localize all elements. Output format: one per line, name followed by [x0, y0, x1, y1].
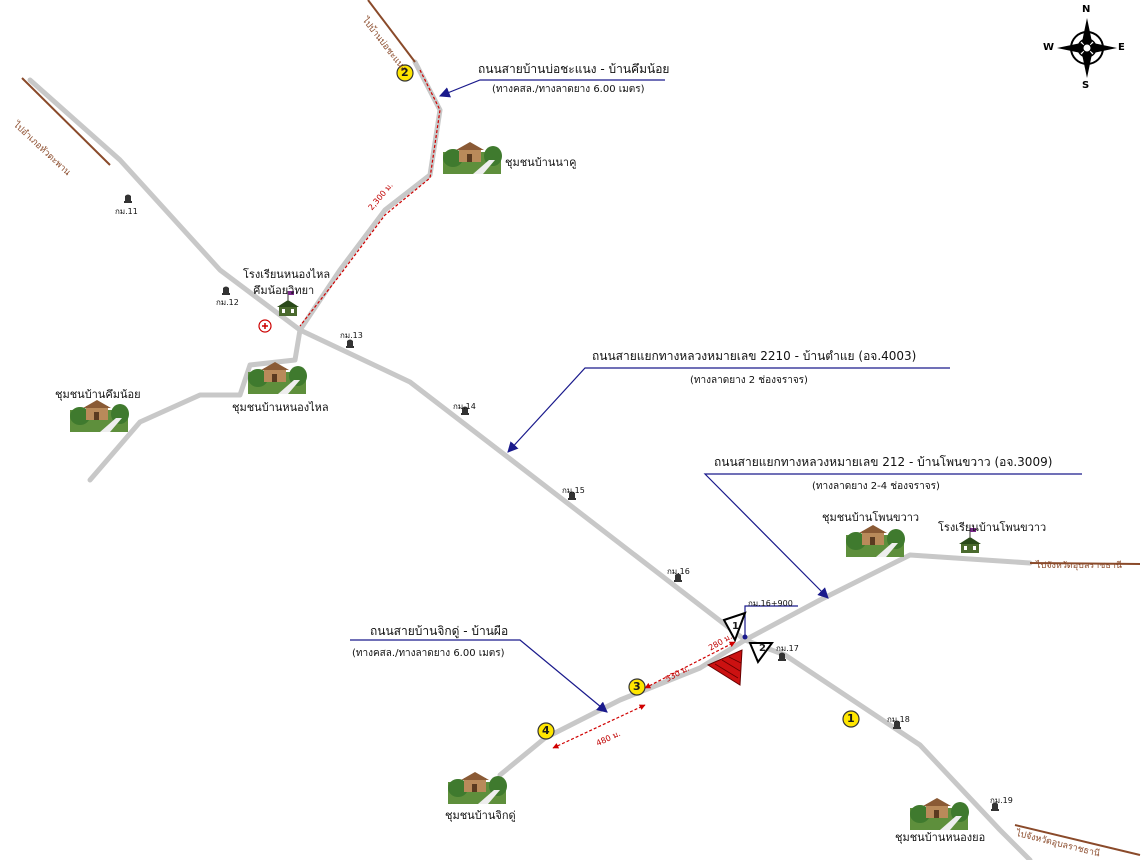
road-north	[297, 59, 443, 333]
callout-lines	[350, 79, 1082, 713]
compass-n-label: N	[1082, 4, 1091, 15]
hospital-icon	[258, 319, 272, 333]
road-sublabel-2210: (ทางลาดยาง 2 ช่องจราจร)	[690, 375, 808, 386]
destination-label-east: ไปจังหวัดอุบลราชธานี	[1036, 561, 1123, 571]
road-label-212: ถนนสายแยกทางหลวงหมายเลข 212 - บ้านโพนขวา…	[714, 455, 1053, 469]
community-label-nonglai: ชุมชนบ้านหนองไหล	[232, 401, 329, 414]
numbered-points	[396, 64, 860, 740]
school-label-nonglai-1: โรงเรียนหนองไหล	[243, 268, 331, 281]
km-label-14: กม.14	[453, 402, 476, 411]
road-label-2210: ถนนสายแยกทางหลวงหมายเลข 2210 - บ้านตำแย …	[592, 349, 917, 363]
junction-point	[742, 634, 748, 640]
project-site	[706, 649, 743, 686]
road-jikdu	[497, 637, 748, 778]
point-label-2: 2	[401, 66, 409, 79]
community-label-khumnoi: ชุมชนบ้านคึมน้อย	[55, 388, 141, 401]
road-label-jikdu: ถนนสายบ้านจิกดู่ - บ้านผือ	[370, 624, 509, 638]
point-label-4: 4	[542, 724, 550, 737]
road-nonglai-spur	[87, 327, 303, 483]
km-label-16900: กม.16+900	[748, 599, 793, 608]
junction-markers	[722, 611, 774, 665]
point-label-1: 1	[847, 712, 855, 725]
km-label-11: กม.11	[115, 207, 138, 216]
km-label-12: กม.12	[216, 298, 239, 307]
compass-s-label: S	[1082, 80, 1090, 91]
community-label-phonkhwao: ชุมชนบ้านโพนขวาว	[822, 511, 920, 524]
point-4	[537, 722, 555, 740]
road-sublabel-jikdu: (ทางคสล./ทางลาดยาง 6.00 เมตร)	[352, 648, 505, 659]
point-label-3: 3	[633, 680, 641, 693]
road-212	[742, 552, 1033, 643]
point-1	[842, 710, 860, 728]
road-sublabel-212: (ทางลาดยาง 2-4 ช่องจราจร)	[812, 481, 940, 492]
road-2210	[27, 77, 1033, 860]
km-label-16: กม.16	[667, 567, 690, 576]
km-label-19: กม.19	[990, 796, 1013, 805]
community-label-naku: ชุมชนบ้านนาคู	[505, 156, 577, 169]
compass-icon	[1057, 18, 1117, 78]
junction-label-1: 1	[732, 621, 739, 632]
point-2	[396, 64, 414, 82]
km-label-13: กม.13	[340, 331, 363, 340]
km-label-18: กม.18	[887, 715, 910, 724]
community-label-jikdu: ชุมชนบ้านจิกดู่	[445, 809, 516, 822]
point-3	[628, 678, 646, 696]
distance-routes	[299, 69, 736, 749]
school-label-phonkhwao: โรงเรียนบ้านโพนขวาว	[938, 521, 1047, 534]
site-hatch	[714, 656, 742, 679]
destination-segments	[21, 0, 1141, 856]
compass-w-label: W	[1043, 42, 1055, 53]
junction-label-2: 2	[759, 643, 766, 654]
compass-e-label: E	[1118, 42, 1125, 53]
km-label-17: กม.17	[776, 644, 799, 653]
road-sublabel-bochanaeng: (ทางคสล./ทางลาดยาง 6.00 เมตร)	[492, 84, 645, 95]
road-label-bochanaeng: ถนนสายบ้านบ่อชะแนง - บ้านคึมน้อย	[478, 62, 670, 76]
school-label-nonglai-2: คึมน้อยวิทยา	[253, 284, 315, 297]
community-label-nongyo: ชุมชนบ้านหนองยอ	[895, 831, 986, 844]
km-label-15: กม.15	[562, 486, 585, 495]
